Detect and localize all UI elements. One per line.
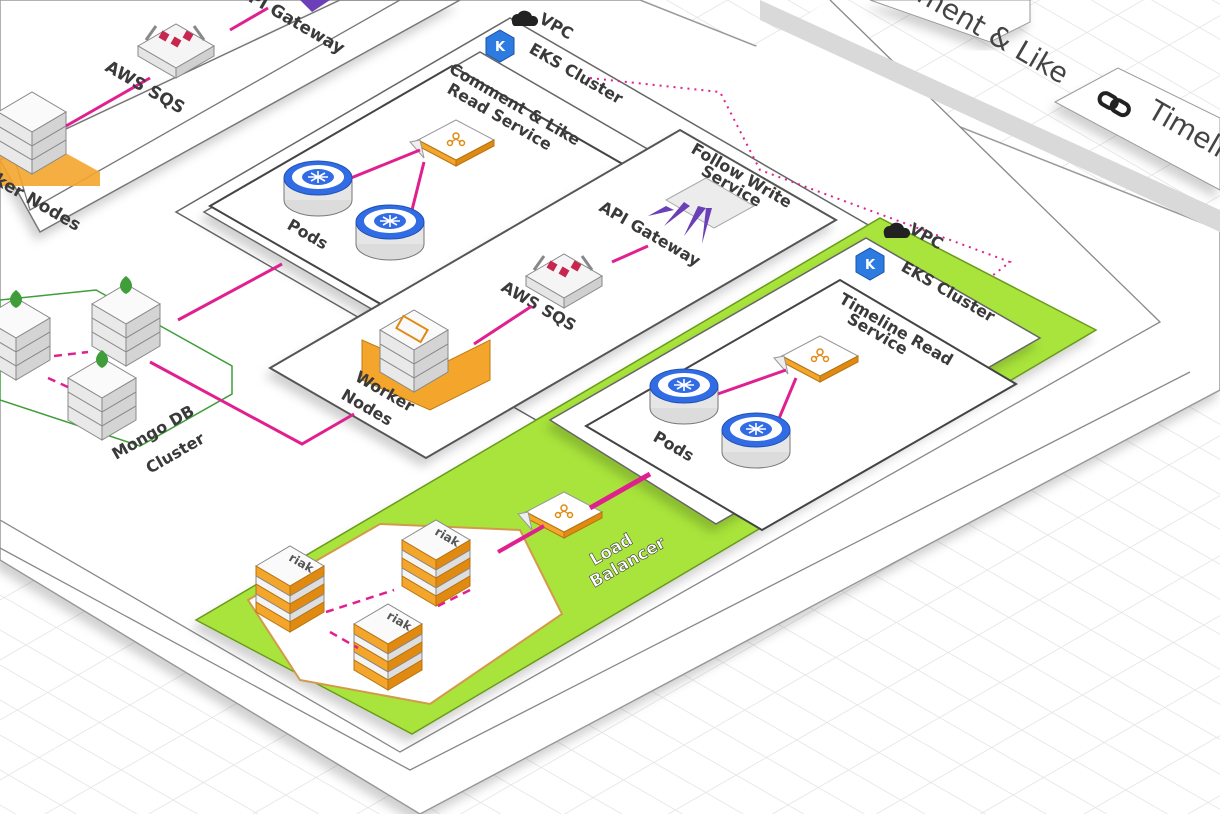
pod-icon (355, 204, 425, 261)
timeline-service-box (584, 278, 1018, 532)
top-left-service-panel (0, 0, 461, 234)
connector (473, 304, 533, 346)
pod-icon (283, 160, 353, 217)
connector (47, 350, 89, 390)
svg-text:K: K (865, 258, 876, 273)
api-gateway-icon (648, 177, 756, 244)
eks-icon: K (485, 29, 515, 63)
pod-icon (721, 412, 791, 469)
connector (588, 471, 652, 511)
worker-nodes-icon (361, 309, 491, 411)
top-right-tiles (760, 0, 1220, 232)
connector (497, 524, 545, 554)
svg-text:K: K (495, 40, 506, 55)
link-icon (1097, 91, 1131, 118)
cloud-icon (883, 222, 911, 238)
pod-icon (649, 368, 719, 425)
connector (149, 262, 355, 446)
cloud-icon (511, 10, 539, 26)
eks-icon: K (855, 247, 885, 281)
connector (325, 588, 471, 650)
connector (611, 244, 649, 264)
network-dotted-line (589, 77, 1013, 291)
